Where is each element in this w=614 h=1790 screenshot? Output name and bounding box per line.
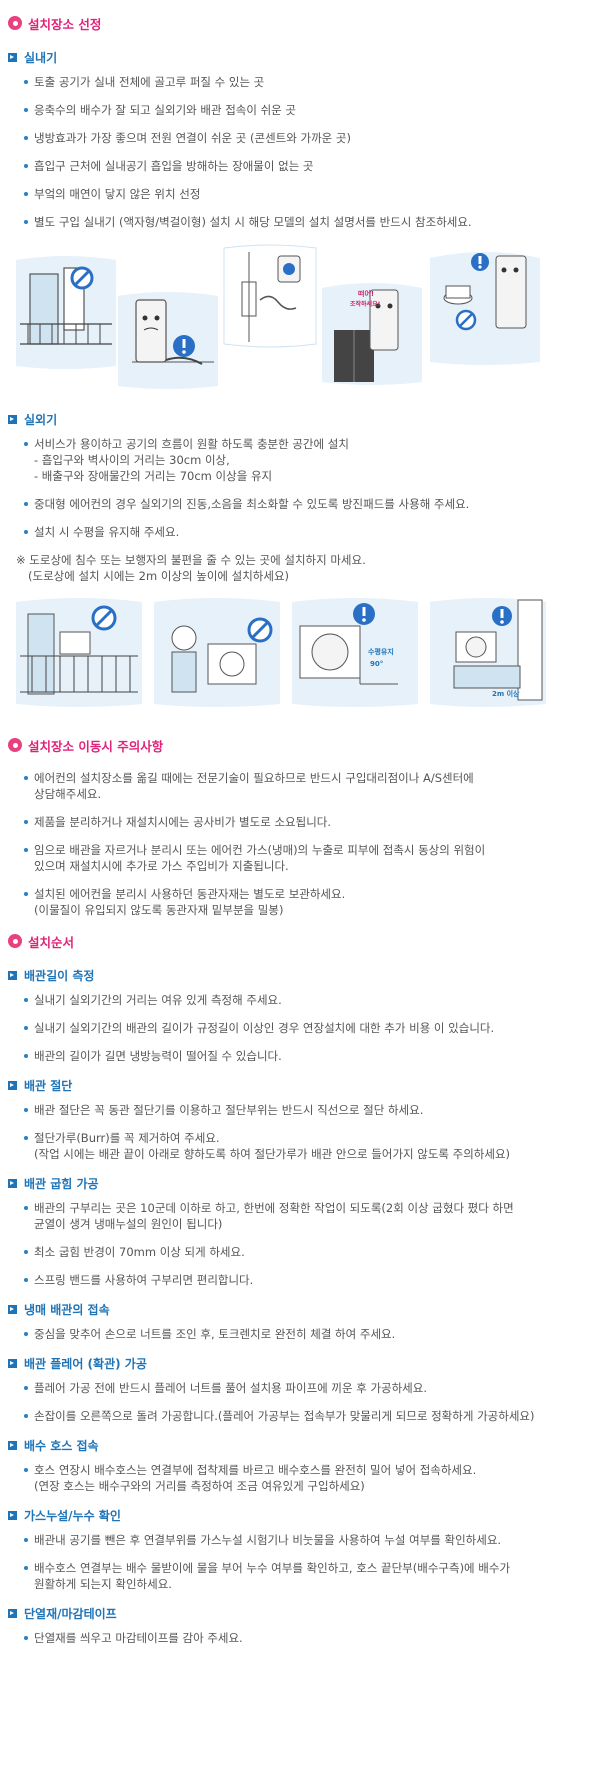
subsection-leak-check: 가스누설/누수 확인: [8, 1506, 596, 1524]
blue-arrow-icon: [8, 1510, 17, 1520]
list-item: 에어컨의 설치장소를 옮길 때에는 전문기술이 필요하므로 반드시 구입대리점이…: [24, 770, 596, 802]
pipe-length-list: 실내기 실외기간의 거리는 여유 있게 측정해 주세요. 실내기 실외기간의 배…: [8, 992, 596, 1064]
pipe-bending-list: 배관의 구부리는 곳은 10군데 이하로 하고, 한번에 정확한 작업이 되도록…: [8, 1200, 596, 1288]
indoor-outlet-illustration: [223, 244, 317, 348]
pink-bullet-icon: [8, 934, 22, 948]
list-item: 손잡이를 오른쪽으로 돌려 가공합니다.(플레어 가공부는 접속부가 맞물리게 …: [24, 1408, 596, 1424]
list-item: 흡입구 근처에 실내공기 흡입을 방해하는 장애물이 없는 곳: [24, 158, 596, 174]
list-item: 단열재를 씌우고 마감테이프를 감아 주세요.: [24, 1630, 596, 1646]
subsection-flare: 배관 플레어 (확관) 가공: [8, 1354, 596, 1372]
section-title-procedure: 설치순서: [8, 930, 596, 952]
blue-arrow-icon: [8, 1080, 17, 1090]
outdoor-height-illustration: 2m 이상: [430, 598, 546, 707]
list-item: 호스 연장시 배수호스는 연결부에 접착제를 바르고 배수호스를 완전히 밀어 …: [24, 1462, 596, 1494]
subsection-outdoor-title: 실외기: [8, 410, 596, 428]
outdoor-level-illustration: 수평유지 90°: [292, 598, 418, 707]
list-item: 설치 시 수평을 유지해 주세요.: [24, 524, 596, 540]
list-item: 배수호스 연결부는 배수 물받이에 물을 부어 누수 여부를 확인하고, 호스 …: [24, 1560, 596, 1592]
list-item: 실내기 실외기간의 배관의 길이가 규정길이 이상인 경우 연장설치에 대한 추…: [24, 1020, 596, 1036]
list-item: 임으로 배관을 자르거나 분리시 또는 에어컨 가스(냉매)의 누출로 피부에 …: [24, 842, 596, 874]
outdoor-railing-illustration: [16, 598, 142, 707]
list-item: 스프링 밴드를 사용하여 구부리면 편리합니다.: [24, 1272, 596, 1288]
outdoor-illustration-strip: 수평유지 90° 2m 이상: [8, 596, 596, 714]
illustration-label: 수평유지: [368, 647, 394, 656]
list-item: 배관의 구부리는 곳은 10군데 이하로 하고, 한번에 정확한 작업이 되도록…: [24, 1200, 596, 1232]
list-item: 실내기 실외기간의 거리는 여유 있게 측정해 주세요.: [24, 992, 596, 1008]
section-title-location: 설치장소 선정: [8, 12, 596, 34]
indoor-drain-illustration: [118, 292, 218, 389]
illustration-label: 조작하세요!: [350, 300, 380, 308]
subsection-pipe-bending: 배관 굽힘 가공: [8, 1174, 596, 1192]
indoor-list: 토출 공기가 실내 전체에 골고루 퍼질 수 있는 곳 응축수의 배수가 잘 되…: [8, 74, 596, 230]
blue-arrow-icon: [8, 1440, 17, 1450]
blue-arrow-icon: [8, 1608, 17, 1618]
list-item: 부엌의 매연이 닿지 않은 위치 선정: [24, 186, 596, 202]
pink-bullet-icon: [8, 738, 22, 752]
indoor-character-illustration: 떠어! 조작하세요!: [322, 283, 422, 385]
list-item: 최소 굽힘 반경이 70mm 이상 되게 하세요.: [24, 1244, 596, 1260]
list-item: 중대형 에어컨의 경우 실외기의 진동,소음을 최소화할 수 있도록 방진패드를…: [24, 496, 596, 512]
drain-hose-list: 호스 연장시 배수호스는 연결부에 접착제를 바르고 배수호스를 완전히 밀어 …: [8, 1462, 596, 1494]
subsection-indoor-title: 실내기: [8, 48, 596, 66]
list-item: 제품을 분리하거나 재설치시에는 공사비가 별도로 소요됩니다.: [24, 814, 596, 830]
blue-arrow-icon: [8, 52, 17, 62]
subsection-pipe-length: 배관길이 측정: [8, 966, 596, 984]
indoor-illustration-strip: 떠어! 조작하세요!: [8, 242, 596, 392]
list-item: 설치된 에어컨을 분리시 사용하던 동관자재는 별도로 보관하세요.(이물질이 …: [24, 886, 596, 918]
blue-arrow-icon: [8, 414, 17, 424]
subsection-drain-hose: 배수 호스 접속: [8, 1436, 596, 1454]
flare-list: 플레어 가공 전에 반드시 플레어 너트를 풀어 설치용 파이프에 끼운 후 가…: [8, 1380, 596, 1424]
relocation-list: 에어컨의 설치장소를 옮길 때에는 전문기술이 필요하므로 반드시 구입대리점이…: [8, 770, 596, 918]
blue-arrow-icon: [8, 1178, 17, 1188]
subsection-insulation: 단열재/마감테이프: [8, 1604, 596, 1622]
pink-bullet-icon: [8, 16, 22, 30]
indoor-window-illustration: [16, 256, 116, 369]
indoor-kitchen-illustration: [430, 252, 540, 365]
blue-arrow-icon: [8, 1304, 17, 1314]
list-item: 절단가루(Burr)를 꼭 제거하여 주세요.(작업 시에는 배관 끝이 아래로…: [24, 1130, 596, 1162]
outdoor-list: 서비스가 용이하고 공기의 흐름이 원활 하도록 충분한 공간에 설치 - 흡입…: [8, 436, 596, 540]
outdoor-noise-illustration: [154, 598, 280, 707]
leak-check-list: 배관내 공기를 뺀은 후 연결부위를 가스누설 시험기나 비눗물을 사용하여 누…: [8, 1532, 596, 1592]
blue-arrow-icon: [8, 1358, 17, 1368]
list-item: 플레어 가공 전에 반드시 플레어 너트를 풀어 설치용 파이프에 끼운 후 가…: [24, 1380, 596, 1396]
subsection-pipe-cutting: 배관 절단: [8, 1076, 596, 1094]
list-item: 냉방효과가 가장 좋으며 전원 연결이 쉬운 곳 (콘센트와 가까운 곳): [24, 130, 596, 146]
list-item: 배관의 길이가 길면 냉방능력이 떨어질 수 있습니다.: [24, 1048, 596, 1064]
list-item: 배관 절단은 꼭 동관 절단기를 이용하고 절단부위는 반드시 직선으로 절단 …: [24, 1102, 596, 1118]
list-item: 토출 공기가 실내 전체에 골고루 퍼질 수 있는 곳: [24, 74, 596, 90]
illustration-label: 90°: [370, 660, 383, 668]
list-item: 서비스가 용이하고 공기의 흐름이 원활 하도록 충분한 공간에 설치 - 흡입…: [24, 436, 596, 484]
section-title-relocation: 설치장소 이동시 주의사항: [8, 734, 596, 756]
outdoor-note: ※ 도로상에 침수 또는 보행자의 불편을 줄 수 있는 곳에 설치하지 마세요…: [16, 553, 366, 583]
blue-arrow-icon: [8, 970, 17, 980]
insulation-list: 단열재를 씌우고 마감테이프를 감아 주세요.: [8, 1630, 596, 1646]
refrigerant-connection-list: 중심을 맞추어 손으로 너트를 조인 후, 토크렌치로 완전히 체결 하여 주세…: [8, 1326, 596, 1342]
illustration-label: 떠어!: [358, 289, 374, 298]
subsection-refrigerant-connection: 냉매 배관의 접속: [8, 1300, 596, 1318]
list-item: 응축수의 배수가 잘 되고 실외기와 배관 접속이 쉬운 곳: [24, 102, 596, 118]
list-item: 별도 구입 실내기 (액자형/벽걸이형) 설치 시 해당 모델의 설치 설명서를…: [24, 214, 596, 230]
illustration-label: 2m 이상: [492, 689, 520, 698]
list-item: 배관내 공기를 뺀은 후 연결부위를 가스누설 시험기나 비눗물을 사용하여 누…: [24, 1532, 596, 1548]
pipe-cutting-list: 배관 절단은 꼭 동관 절단기를 이용하고 절단부위는 반드시 직선으로 절단 …: [8, 1102, 596, 1162]
list-item: 중심을 맞추어 손으로 너트를 조인 후, 토크렌치로 완전히 체결 하여 주세…: [24, 1326, 596, 1342]
